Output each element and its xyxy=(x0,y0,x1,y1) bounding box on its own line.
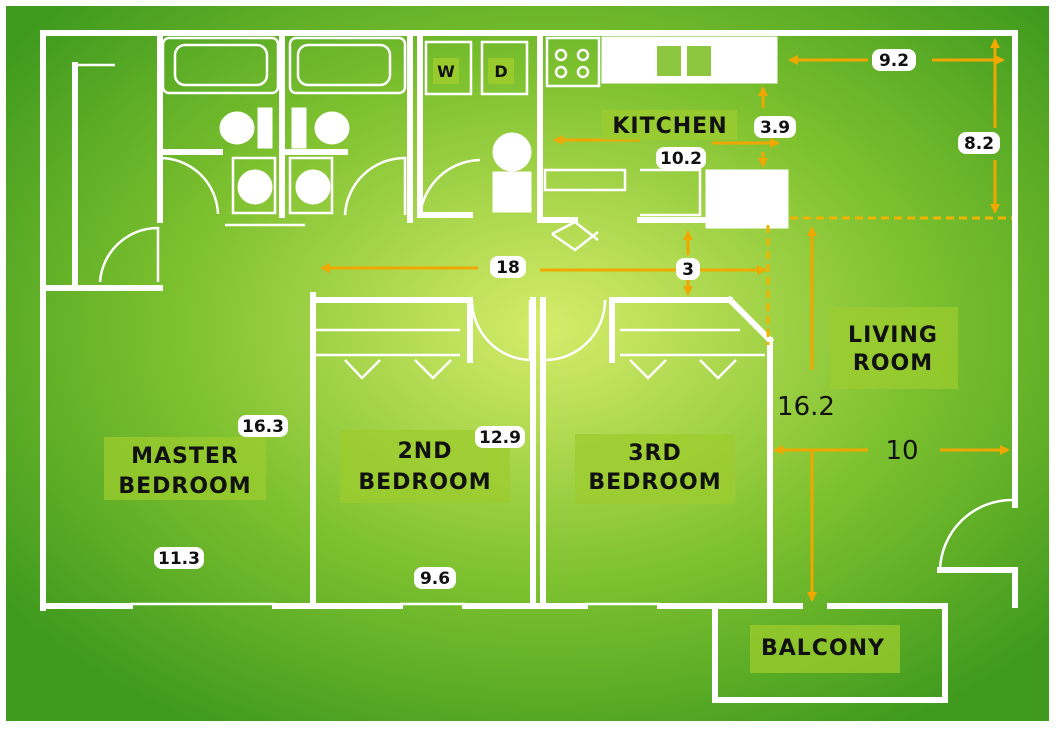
fixtures xyxy=(161,36,789,229)
dimension-arrows xyxy=(320,38,1012,602)
room-label-second-line1: 2ND xyxy=(398,439,453,464)
dim-hall-length: 18 xyxy=(496,258,520,278)
room-label-balcony: BALCONY xyxy=(761,636,885,661)
room-label-kitchen: KITCHEN xyxy=(612,114,727,139)
dimension-labels: 9.2 8.2 3.9 10.2 18 3 16.2 10 16.3 11.3 … xyxy=(154,49,1000,589)
dim-kitchen-length: 10.2 xyxy=(660,149,702,169)
dim-second-depth: 12.9 xyxy=(479,428,521,448)
dryer-label: D xyxy=(494,62,507,81)
room-label-third-line2: BEDROOM xyxy=(588,470,721,495)
dim-hall-width: 3 xyxy=(682,260,694,280)
room-labels: KITCHEN LIVING ROOM MASTER BEDROOM 2ND B… xyxy=(118,62,938,661)
label-boxes xyxy=(104,58,958,673)
room-label-master-line2: BEDROOM xyxy=(118,474,251,499)
washer-label: W xyxy=(437,62,455,81)
dim-living-depth: 16.2 xyxy=(777,392,835,422)
dim-second-width: 9.6 xyxy=(420,569,450,589)
dim-kitchen-depth: 8.2 xyxy=(964,134,994,154)
walls xyxy=(40,30,1018,703)
room-label-living-line1: LIVING xyxy=(848,323,938,348)
room-label-living-line2: ROOM xyxy=(853,351,933,376)
room-label-second-line2: BEDROOM xyxy=(358,470,491,495)
dim-living-width: 10 xyxy=(885,436,918,466)
dim-kitchen-counter: 3.9 xyxy=(760,118,790,138)
dim-master-depth: 16.3 xyxy=(242,417,284,437)
dim-kitchen-width: 9.2 xyxy=(879,51,909,71)
room-label-third-line1: 3RD xyxy=(628,441,682,466)
doors xyxy=(98,156,1013,571)
dim-master-width: 11.3 xyxy=(158,549,200,569)
room-label-master-line1: MASTER xyxy=(131,444,239,469)
